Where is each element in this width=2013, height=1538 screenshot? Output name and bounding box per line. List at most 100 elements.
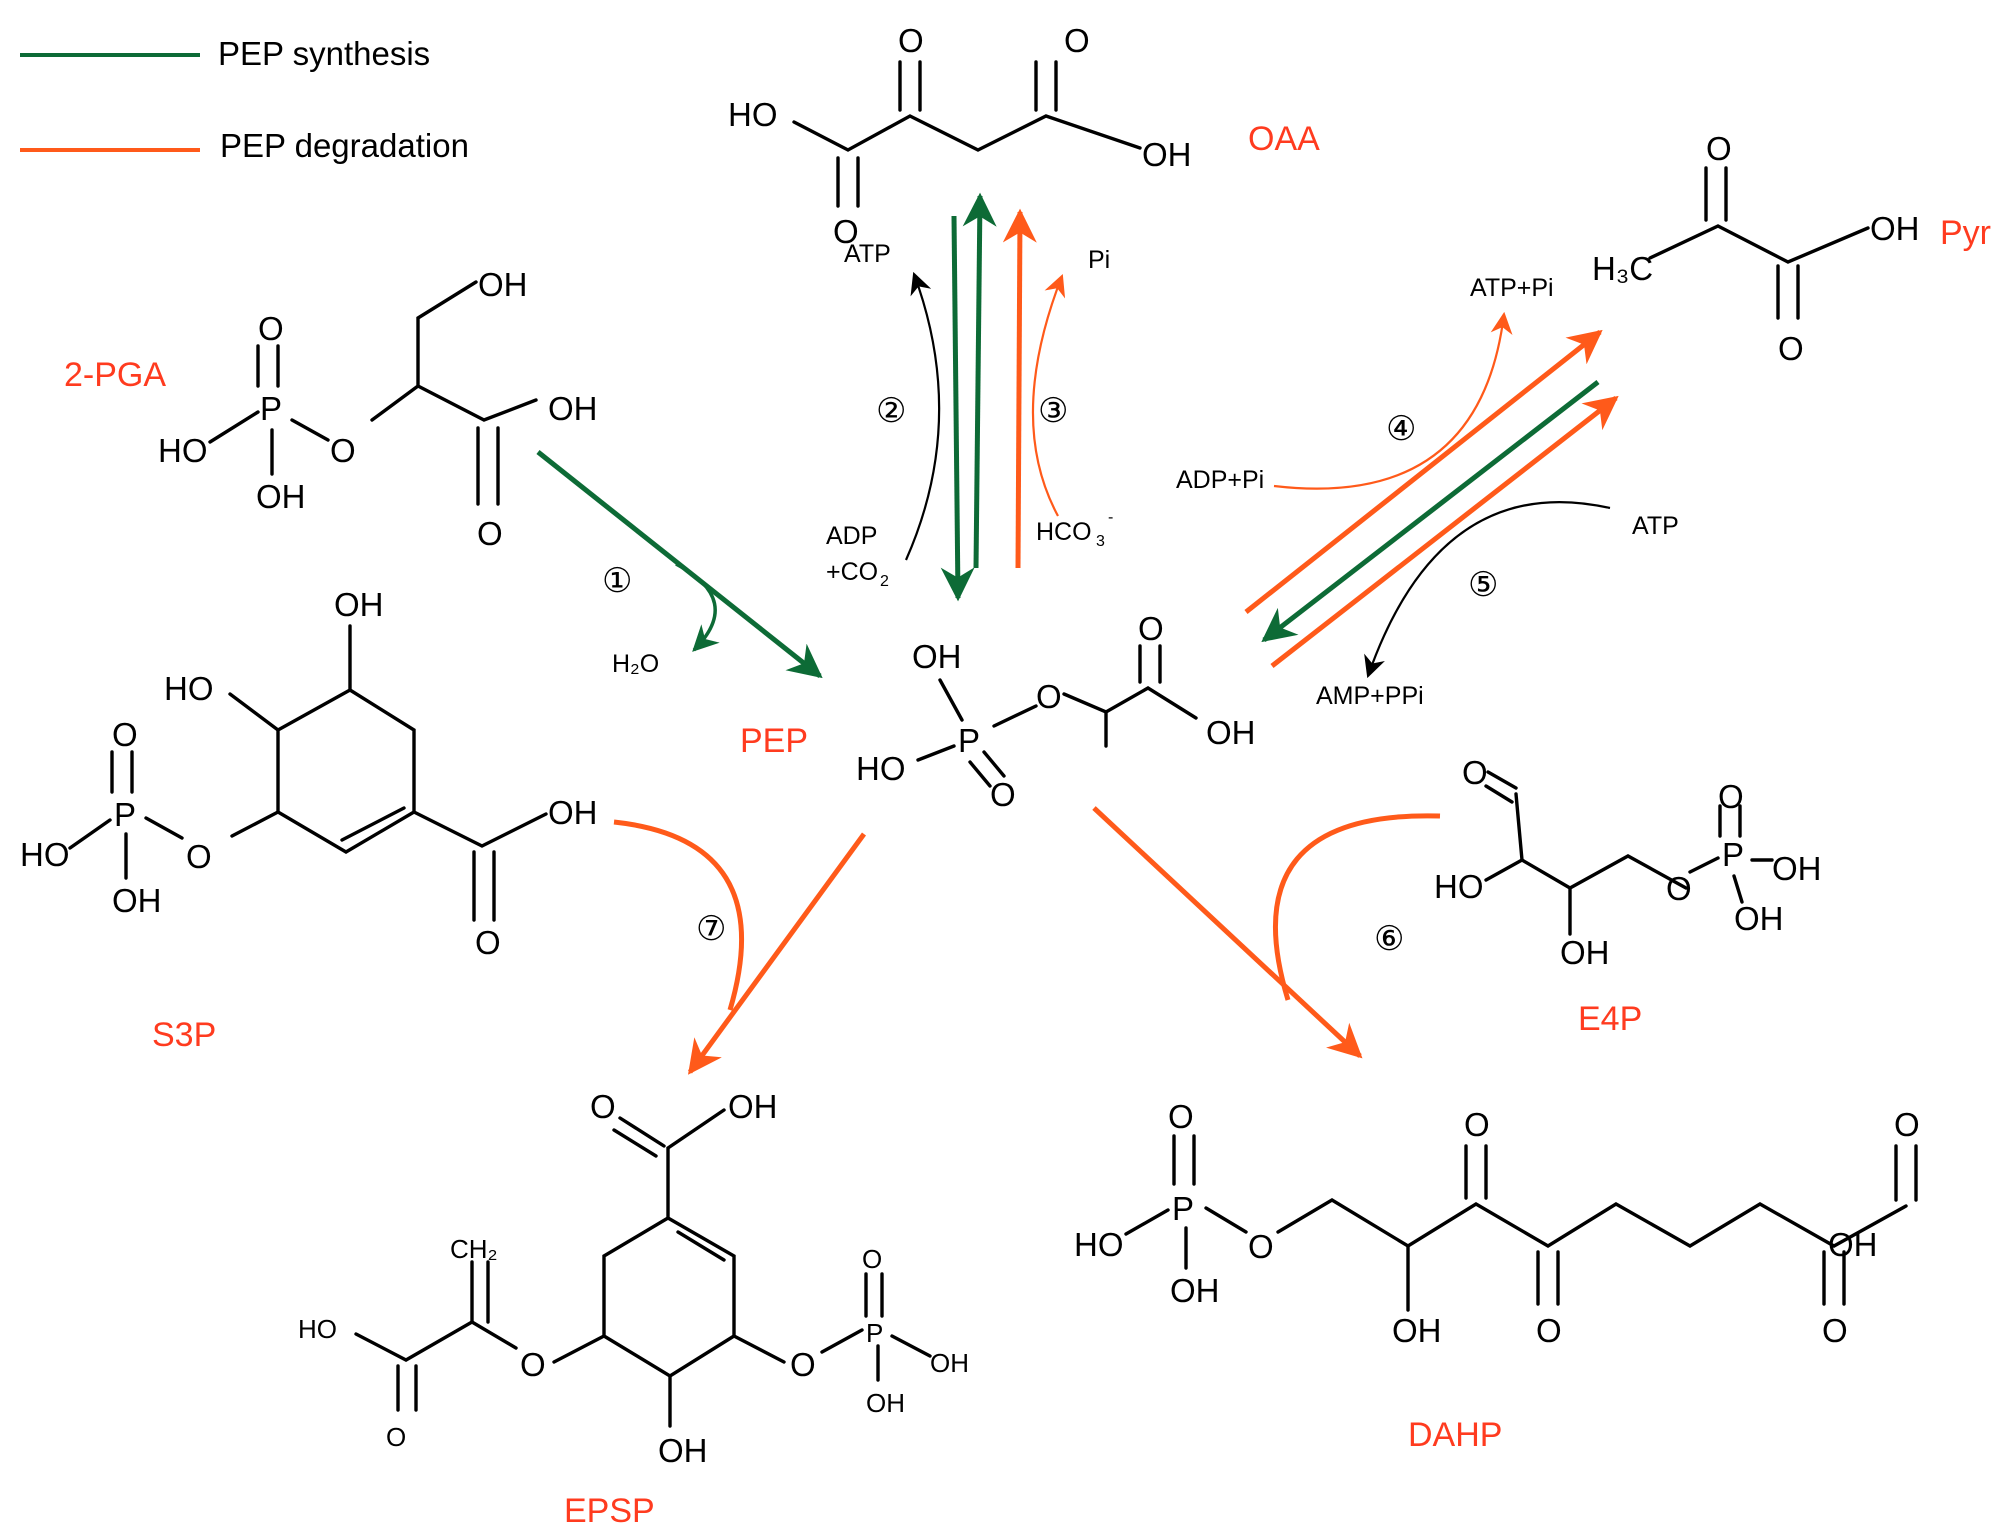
s3p-p: P: [114, 796, 136, 833]
pep-structure: PEP OH P O O OH HO O: [740, 610, 1256, 813]
label-e4p: E4P: [1578, 1000, 1642, 1038]
reaction-number-6: ⑥: [1374, 919, 1404, 959]
label-epsp: EPSP: [564, 1492, 655, 1530]
reaction-2: ATP ADP +CO 2 ②: [826, 192, 997, 602]
reaction-number-5: ⑤: [1468, 565, 1498, 605]
s3p-ho-p: HO: [20, 836, 70, 873]
cofactor-hco3: HCO: [1036, 518, 1092, 546]
dahp-p: P: [1172, 1190, 1194, 1227]
pga-structure: 2-PGA OH O OH O P O HO OH: [64, 266, 598, 552]
cofactor-adp: ADP: [826, 522, 877, 550]
pga-o-ester: O: [330, 432, 356, 469]
cofactor-atp-r2: ATP: [844, 240, 891, 268]
legend-degradation-label: PEP degradation: [220, 127, 469, 164]
s3p-oh-p: OH: [112, 882, 162, 919]
epsp-o-left-carbonyl: O: [386, 1422, 406, 1452]
dahp-o-k3: O: [1822, 1312, 1848, 1349]
pyr-h3c: H₃C: [1592, 250, 1653, 287]
oaa-oh: OH: [1142, 136, 1192, 173]
cofactor-pi-r3: Pi: [1088, 246, 1110, 274]
dahp-structure: O P HO OH O OH O O O O OH DAHP: [1074, 1098, 1920, 1454]
epsp-o-p: O: [862, 1244, 882, 1274]
epsp-oh-p1: OH: [930, 1348, 969, 1378]
epsp-o-left: O: [520, 1346, 546, 1383]
label-s3p: S3P: [152, 1016, 216, 1054]
dahp-o-p: O: [1168, 1098, 1194, 1135]
e4p-structure: O HO OH O P O OH OH E4P: [1434, 754, 1822, 1038]
e4p-o-p: O: [1718, 778, 1744, 815]
pga-o-p: O: [258, 310, 284, 347]
epsp-oh-p2: OH: [866, 1388, 905, 1418]
arrow-pep-to-epsp: [687, 832, 867, 1075]
oaa-structure: HO O O O OH OAA: [728, 22, 1320, 250]
s3p-structure: OH HO O P O HO OH O OH S3P: [20, 586, 598, 1054]
reaction-1: H₂O ①: [536, 450, 823, 679]
arrow-pep-to-pyr-lower: [1270, 395, 1619, 668]
cofactor-atp-r5: ATP: [1632, 512, 1679, 540]
s3p-o-ester: O: [186, 838, 212, 875]
e4p-oh-p1: OH: [1772, 850, 1822, 887]
dahp-oh-chain: OH: [1392, 1312, 1442, 1349]
epsp-ho-left: HO: [298, 1314, 337, 1344]
oaa-o-bottom: O: [833, 213, 859, 250]
reaction-number-3: ③: [1038, 391, 1068, 431]
pep-ho: HO: [856, 750, 906, 787]
pga-oh-p: OH: [256, 478, 306, 515]
pga-oh-top: OH: [478, 266, 528, 303]
arrow-hco3-pi-curve: [1031, 273, 1066, 517]
arrow-water-release: [675, 562, 720, 652]
pep-o-carbonyl: O: [1138, 610, 1164, 647]
arrow-s3p-to-epsp: [613, 819, 745, 1011]
epsp-oh-acid: OH: [728, 1088, 778, 1125]
s3p-ho: HO: [164, 670, 214, 707]
reaction-7: ⑦: [613, 819, 867, 1075]
cofactor-h2o: H₂O: [612, 650, 659, 678]
s3p-o-carbonyl: O: [475, 924, 501, 961]
pep-oh-acid: OH: [1206, 714, 1256, 751]
epsp-ch2: CH₂: [450, 1234, 498, 1264]
s3p-o-p: O: [112, 716, 138, 753]
reaction-number-2: ②: [876, 391, 906, 431]
epsp-oh-bottom: OH: [658, 1432, 708, 1469]
reaction-number-4: ④: [1386, 409, 1416, 449]
legend: PEP synthesis PEP degradation: [20, 35, 469, 164]
dahp-o-acid: O: [1894, 1106, 1920, 1143]
arrow-pep-to-pyr-upper: [1244, 329, 1603, 614]
epsp-structure: O OH OH O CH₂ HO O O P O OH OH EPSP: [298, 1088, 969, 1530]
pga-oh-acid: OH: [548, 390, 598, 427]
dahp-o-k2: O: [1536, 1312, 1562, 1349]
cofactor-hco3-sup: -: [1108, 509, 1113, 526]
dahp-ho-p: HO: [1074, 1226, 1124, 1263]
arrow-pep-to-dahp: [1092, 806, 1363, 1059]
arrow-pep-to-oaa-return: [962, 192, 997, 569]
s3p-oh-acid: OH: [548, 794, 598, 831]
pep-oh-top: OH: [912, 638, 962, 675]
oaa-o-top1: O: [898, 22, 924, 59]
cofactor-co2: +CO: [826, 558, 878, 586]
pep-p: P: [958, 722, 980, 759]
epsp-o-carbonyl: O: [590, 1088, 616, 1125]
pga-p: P: [260, 390, 282, 427]
dahp-oh-acid: OH: [1828, 1226, 1878, 1263]
dahp-o-k1: O: [1464, 1106, 1490, 1143]
cofactor-hco3-sub: 3: [1096, 533, 1105, 550]
pep-o-p: O: [990, 776, 1016, 813]
reaction-4-5: ATP+Pi ADP+Pi ④ ATP AMP+PPi ⑤: [1176, 274, 1679, 710]
label-pga: 2-PGA: [64, 356, 166, 394]
epsp-p: P: [866, 1318, 883, 1348]
arrow-atp-ampppi-curve: [1364, 500, 1611, 679]
pep-o-ester: O: [1036, 678, 1062, 715]
pyr-o-bottom: O: [1778, 330, 1804, 367]
pyr-structure: H₃C O O OH Pyr: [1592, 130, 1991, 367]
arrow-e4p-to-dahp: [1272, 813, 1441, 1001]
label-oaa: OAA: [1248, 120, 1320, 158]
arrow-oaa-to-pep: [940, 215, 975, 602]
cofactor-atppi: ATP+Pi: [1470, 274, 1554, 302]
e4p-o-ester: O: [1666, 870, 1692, 907]
label-pyr: Pyr: [1940, 214, 1991, 252]
e4p-p: P: [1722, 836, 1744, 873]
dahp-o-ester: O: [1248, 1228, 1274, 1265]
e4p-ho: HO: [1434, 868, 1484, 905]
pyr-o-top: O: [1706, 130, 1732, 167]
